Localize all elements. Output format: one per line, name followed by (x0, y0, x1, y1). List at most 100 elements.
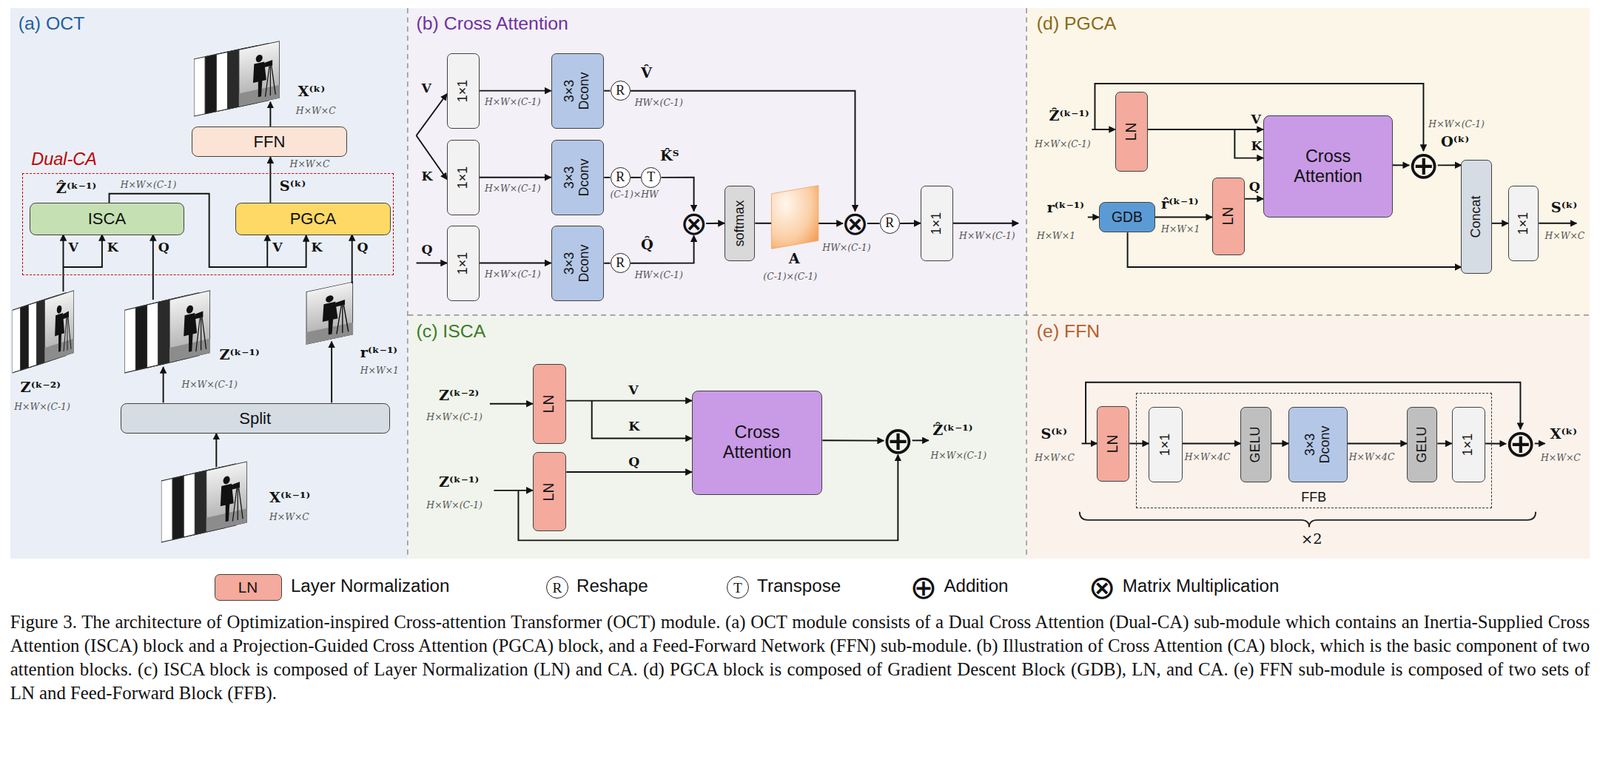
input-letter: K (107, 240, 119, 256)
input-letter: K (311, 240, 323, 256)
dimension-label: H×W×(C-1) (484, 269, 541, 280)
input-letter: V (272, 240, 282, 256)
signal-wire (416, 262, 447, 265)
connector (660, 177, 694, 212)
dimension-label: (C-1)×HW (610, 189, 659, 200)
legend-symbol: R (552, 580, 562, 596)
operator-glyph: ⊕ (882, 421, 914, 460)
layer-label: 3×3 Dconv (563, 68, 593, 114)
math-symbol: Ẑ⁽ᵏ⁻¹⁾ (1048, 108, 1089, 125)
operator-symbol: ⊕ (1506, 429, 1535, 459)
layer-label: GELU (1248, 426, 1264, 463)
layer-label: 1×1 (455, 252, 471, 275)
operator-glyph: ⊕ (1407, 146, 1440, 185)
operator-circle: T (640, 167, 662, 188)
connector (754, 222, 843, 225)
operator-letter: T (646, 170, 655, 185)
dimension-label: H×W×C (1034, 452, 1075, 464)
layer-label: GELU (1414, 426, 1430, 463)
legend-sample: T (726, 576, 749, 599)
panel-ground (408, 8, 1028, 316)
layer-label: 3×3 Dconv (563, 155, 593, 201)
connector (1244, 198, 1264, 200)
panel-region: (b) Cross Attention1×13×3 DconvR1×13×3 D… (408, 8, 1026, 315)
layer-box: 3×3 Dconv (1288, 407, 1348, 483)
connector (269, 156, 271, 203)
process-box: PGCA (235, 202, 391, 236)
input-letter: V (68, 240, 78, 256)
connector (1271, 443, 1289, 445)
math-symbol: Q̂ (640, 236, 654, 254)
dimension-label: H×W×(C-1) (930, 450, 987, 462)
panel-heading: (e) FFN (1036, 321, 1100, 342)
legend-symbol: T (733, 580, 743, 596)
legend-text: Layer Normalization (290, 575, 450, 597)
signal-wire (1234, 129, 1264, 159)
dimension-label: H×W×C (290, 159, 331, 170)
connector (603, 262, 610, 265)
layer-box: softmax (724, 185, 755, 262)
legend-text: Addition (943, 575, 1008, 597)
input-letter: K (1250, 139, 1262, 154)
dimension-label: H×W×(C-1) (14, 401, 71, 413)
input-letter: Q (421, 242, 433, 258)
connector (867, 222, 880, 225)
group-box: FFB1×1GELU3×3 DconvGELU1×1 (1135, 392, 1492, 509)
legend-text: Transpose (757, 575, 841, 597)
panel-heading: (b) Cross Attention (416, 13, 569, 35)
math-symbol: Z⁽ᵏ⁻¹⁾ (219, 347, 260, 364)
panel-heading: (d) PGCA (1036, 13, 1117, 35)
panel-separator (1025, 8, 1028, 559)
signal-wire (912, 439, 929, 442)
layer-box: 3×3 Dconv (551, 53, 605, 129)
math-symbol: Z⁽ᵏ⁻²⁾ (20, 379, 61, 396)
dimension-label: H×W×(C-1) (484, 183, 541, 194)
connector (566, 400, 692, 402)
process-box: GDB (1098, 202, 1156, 233)
layer-label: 1×1 (929, 212, 945, 235)
layer-box: LN (532, 452, 567, 533)
dimension-label: H×W×1 (1161, 224, 1200, 235)
math-symbol: V̂ (640, 65, 652, 82)
signal-wire (1081, 443, 1098, 445)
signal-wire (162, 367, 165, 403)
input-letter: K (628, 419, 640, 435)
layer-box: LN (1096, 406, 1130, 482)
connector (1147, 128, 1264, 131)
wires (62, 83, 1577, 541)
dimension-label: H×W×(C-1) (1034, 139, 1091, 150)
panel-separator (408, 314, 1591, 317)
layer-box: 1×1 (446, 139, 480, 216)
signal-wire (330, 341, 333, 404)
signal-wire (152, 234, 154, 300)
layer-box: GELU (1406, 407, 1438, 483)
connector (630, 235, 695, 263)
panel-region: (d) PGCALNCross Attention⊕GDBLNConcat1×1 (1028, 8, 1590, 315)
math-symbol: S⁽ᵏ⁾ (1040, 426, 1068, 443)
layer-label: softmax (732, 200, 748, 248)
connector (1129, 443, 1149, 445)
signal-wire (266, 234, 268, 268)
operator-circle: R (610, 167, 632, 188)
dimension-label: H×W×C (1540, 452, 1581, 464)
operator-symbol: ⊗ (842, 210, 868, 236)
signal-wire (215, 433, 217, 467)
input-letter: Q (628, 455, 640, 470)
box-label: FFN (253, 132, 286, 151)
dimension-label: H×W×(C-1) (426, 500, 483, 511)
math-symbol: O⁽ᵏ⁾ (1440, 133, 1470, 151)
signal-wire (351, 234, 354, 284)
layer-box: 1×1 (446, 225, 480, 302)
dimension-label: H×W×1 (1036, 230, 1076, 242)
process-box: FFN (191, 126, 348, 157)
operator-symbol: ⊕ (883, 426, 913, 456)
layer-label: 1×1 (455, 79, 471, 103)
layer-label: 1×1 (1516, 212, 1532, 235)
signal-wire (1538, 222, 1577, 225)
input-letter: Q (158, 240, 170, 256)
legend-swatch: LN (214, 574, 282, 601)
panel-heading: (c) ISCA (416, 321, 487, 342)
legend-symbol: ⊕ (909, 571, 937, 604)
math-symbol: Ẑ⁽ᵏ⁻¹⁾ (932, 422, 973, 439)
attention-map (771, 185, 818, 249)
